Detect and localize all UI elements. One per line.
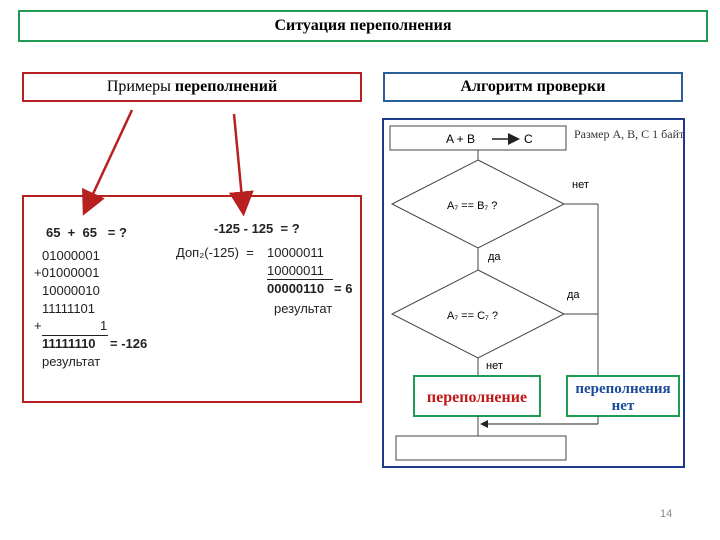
flow-start-box (389, 125, 567, 151)
example1-line1: 01000001 (42, 248, 100, 263)
flow-decision-2-text: A₇ == C₇ ? (447, 310, 498, 322)
example1-line2: +01000001 (34, 265, 100, 280)
example1-plus: + (34, 318, 42, 333)
flow-start-target: C (524, 132, 533, 146)
slide-title-text: Ситуация переполнения (274, 17, 452, 34)
flow-label-yes-2: да (567, 289, 580, 301)
flow-no-overflow-box (566, 375, 680, 417)
flow-decision-1-text: A₇ == B₇ ? (447, 200, 497, 212)
examples-header: Примеры переполнений (22, 72, 362, 102)
example2-line1: 10000011 (267, 245, 324, 260)
page-number: 14 (660, 508, 673, 520)
flow-label-no-2: нет (486, 360, 503, 372)
example1-line4: 11111101 (42, 301, 96, 316)
example1-sum-line (42, 335, 108, 336)
flow-end-box (395, 435, 567, 461)
example2-result-value: 00000110 (267, 281, 325, 296)
examples-header-prefix: Примеры (106, 78, 175, 95)
example2-expression: -125 - 125 = ? (214, 221, 300, 236)
flow-start-text: A + B (446, 132, 475, 146)
algorithm-header: Алгоритм проверки (383, 72, 683, 102)
flow-no-overflow-line2: нет (612, 398, 635, 414)
flow-label-yes-1: да (488, 251, 501, 263)
example1-one: 1 (100, 318, 108, 333)
examples-header-bold: переполнений (174, 78, 278, 95)
example2-sum-line (267, 279, 333, 280)
example2-result-decimal: = 6 (334, 281, 353, 296)
algorithm-panel: A + B C Размер A, B, C 1 байт A₇ == B₇ ?… (382, 118, 685, 468)
example1-result-decimal: = -126 (110, 336, 148, 351)
example2-line2: 10000011 (267, 263, 324, 278)
flowchart: A + B C Размер A, B, C 1 байт A₇ == B₇ ?… (389, 125, 685, 461)
flow-label-no-1: нет (572, 179, 589, 191)
flow-overflow-box (413, 375, 541, 417)
algorithm-header-text: Алгоритм проверки (460, 78, 606, 95)
flow-overflow-text: переполнение (427, 389, 527, 406)
example2-dop-label: Доп₂(-125) = (176, 245, 254, 260)
example2-result-label: результат (274, 301, 333, 316)
flow-size-note: Размер A, B, C 1 байт (574, 127, 683, 141)
example1-line3: 10000010 (42, 283, 100, 298)
example1-result-value: 11111110 (42, 336, 96, 351)
example1-expression: 65 + 65 = ? (46, 225, 127, 240)
examples-panel: 65 + 65 = ? 01000001 +01000001 10000010 … (22, 195, 362, 403)
slide-title: Ситуация переполнения (18, 10, 708, 42)
example1-result-label: результат (42, 354, 101, 369)
flow-no-overflow-line1: переполнения (575, 381, 670, 397)
